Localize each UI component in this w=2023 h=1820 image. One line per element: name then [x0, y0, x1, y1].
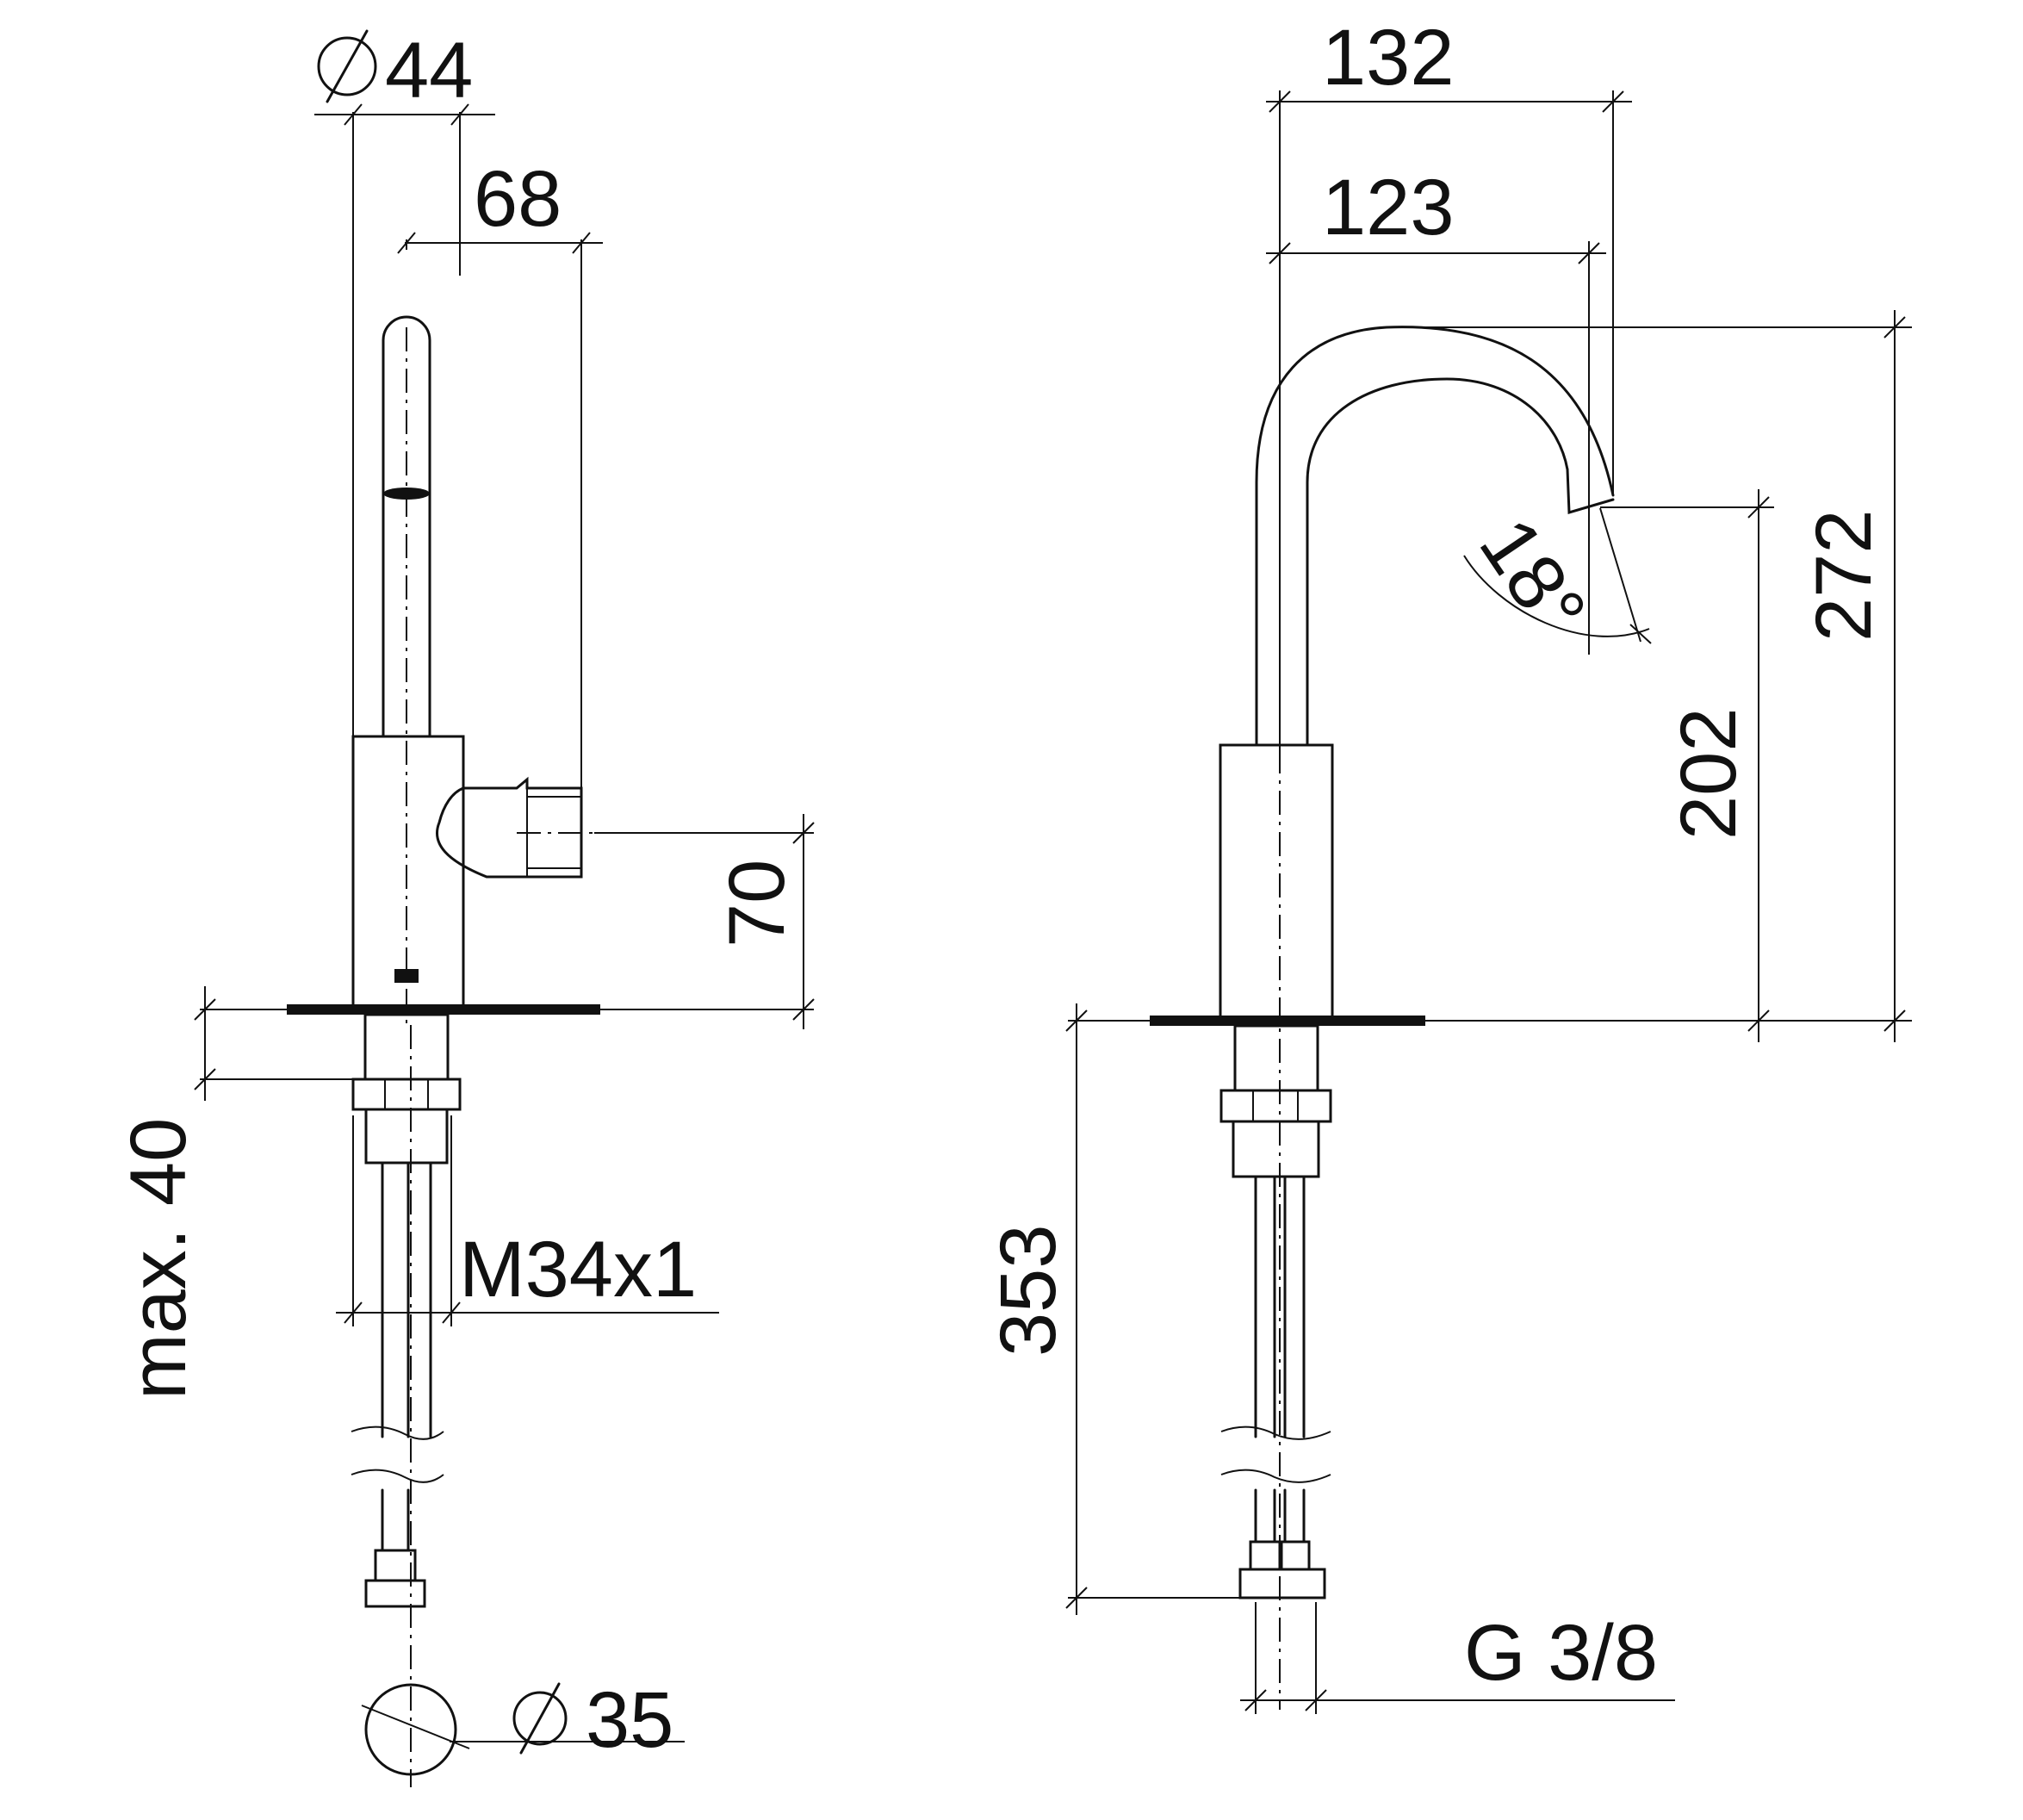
side-view: 44 68 70 max. 40 M34x1 35 — [115, 27, 815, 1787]
shank — [363, 1013, 450, 1081]
fixing-nut-front — [1219, 1089, 1332, 1178]
hose-fitting — [364, 1549, 426, 1608]
dim-dia-44: 44 — [385, 27, 473, 115]
gooseneck-spout — [1255, 326, 1615, 747]
dim-353: 353 — [984, 1225, 1072, 1357]
lever-handle — [435, 776, 583, 879]
spout-outlet — [1566, 468, 1615, 514]
temperature-indicator — [394, 969, 419, 983]
dim-dia-35: 35 — [586, 1676, 673, 1764]
dim-angle-18: 18° — [1462, 503, 1602, 651]
dim-272: 272 — [1800, 510, 1888, 643]
dim-g-3-8: G 3/8 — [1464, 1609, 1658, 1697]
fixing-nut — [351, 1078, 462, 1165]
dim-thread-m34x1: M34x1 — [459, 1226, 697, 1314]
dim-202: 202 — [1665, 708, 1753, 841]
dim-68: 68 — [474, 155, 562, 243]
front-view: 132 123 18° 272 202 353 — [984, 14, 1912, 1714]
dim-70: 70 — [713, 860, 801, 947]
diameter-icon — [317, 36, 377, 96]
spout-tube — [382, 315, 431, 738]
dim-123: 123 — [1322, 164, 1455, 252]
dim-max-40: max. 40 — [115, 1118, 202, 1400]
dim-132: 132 — [1322, 14, 1455, 102]
angle-arc — [1463, 555, 1650, 637]
diameter-icon — [512, 1691, 568, 1746]
tap-body-front — [1219, 743, 1334, 1022]
hose-fittings-front — [1238, 1540, 1326, 1599]
